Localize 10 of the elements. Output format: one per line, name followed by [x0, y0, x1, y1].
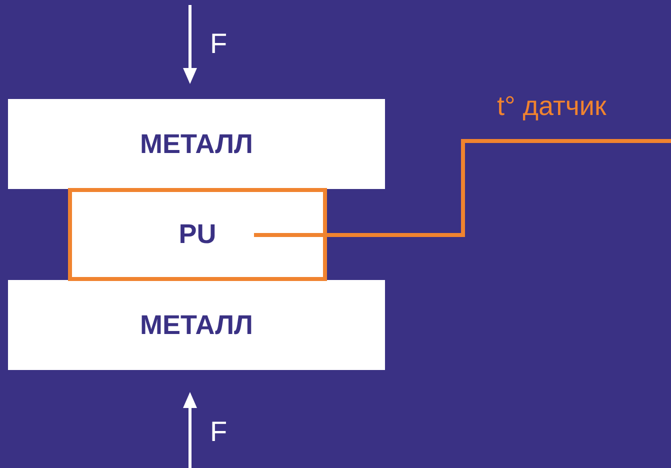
node-label: МЕТАЛЛ: [140, 128, 253, 160]
force-label: F: [210, 30, 228, 58]
force-label: F: [210, 418, 228, 446]
node-label: МЕТАЛЛ: [140, 310, 253, 340]
sensor-label: t° датчик: [497, 92, 642, 121]
metal-plate: [8, 280, 385, 370]
node-label: PU: [178, 219, 216, 250]
metal-plate: [8, 99, 385, 189]
sample-box: [68, 188, 327, 281]
sensor-wire: [254, 139, 671, 237]
